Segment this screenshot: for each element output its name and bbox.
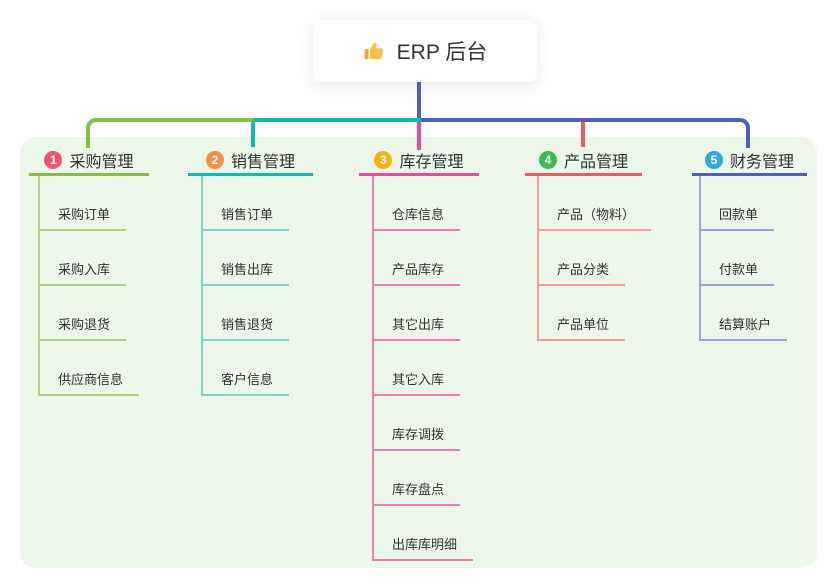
node-purchase-inbound[interactable]: 采购入库 — [38, 261, 127, 286]
node-product-material[interactable]: 产品（物料） — [537, 206, 652, 231]
branch-drop-product — [581, 122, 585, 147]
node-stock-transfer[interactable]: 库存调拨 — [372, 426, 461, 451]
bus-segment-mid — [253, 118, 421, 122]
bus-elbow-right — [421, 118, 750, 148]
branch-number-badge: 1 — [44, 151, 63, 169]
mindmap-panel — [20, 137, 817, 568]
node-settlement-account[interactable]: 结算账户 — [699, 316, 788, 341]
branch-node-inventory-mgmt[interactable]: 3 库存管理 — [359, 147, 479, 176]
root-node-label: ERP 后台 — [396, 41, 488, 64]
branch-node-finance-mgmt[interactable]: 5 财务管理 — [692, 147, 807, 176]
branch-node-sales-mgmt[interactable]: 2 销售管理 — [188, 147, 313, 176]
branch-label: 财务管理 — [729, 154, 794, 171]
node-other-outbound[interactable]: 其它出库 — [372, 316, 461, 341]
branch-drop-sales — [251, 122, 255, 147]
branch-drop-inventory — [417, 122, 421, 150]
bus-elbow-left — [86, 118, 253, 148]
node-product-stock[interactable]: 产品库存 — [372, 261, 461, 286]
node-product-category[interactable]: 产品分类 — [537, 261, 626, 286]
branch-spine — [699, 176, 701, 341]
branch-label: 采购管理 — [69, 154, 134, 171]
node-receipt-order[interactable]: 回款单 — [699, 206, 775, 231]
node-sales-order[interactable]: 销售订单 — [201, 206, 290, 231]
thumbs-up-icon — [364, 42, 383, 59]
branch-spine — [38, 176, 40, 396]
branch-number-badge: 5 — [704, 151, 723, 169]
node-warehouse-info[interactable]: 仓库信息 — [372, 206, 461, 231]
branch-node-product-mgmt[interactable]: 4 产品管理 — [525, 147, 642, 176]
branch-label: 销售管理 — [230, 154, 295, 171]
root-connector-line — [417, 82, 421, 122]
node-purchase-return[interactable]: 采购退货 — [38, 316, 127, 341]
node-sales-return[interactable]: 销售退货 — [201, 316, 290, 341]
branch-spine — [537, 176, 539, 341]
node-supplier-info[interactable]: 供应商信息 — [38, 371, 140, 396]
node-purchase-order[interactable]: 采购订单 — [38, 206, 127, 231]
branch-label: 产品管理 — [563, 154, 628, 171]
branch-number-badge: 2 — [205, 151, 224, 169]
node-sales-outbound[interactable]: 销售出库 — [201, 261, 290, 286]
node-stock-check[interactable]: 库存盘点 — [372, 481, 461, 506]
node-other-inbound[interactable]: 其它入库 — [372, 371, 461, 396]
node-outbound-detail[interactable]: 出库库明细 — [372, 536, 474, 561]
branch-number-badge: 4 — [538, 151, 557, 169]
branch-spine — [201, 176, 203, 396]
branch-node-purchase-mgmt[interactable]: 1 采购管理 — [29, 147, 149, 176]
branch-spine — [372, 176, 374, 561]
branch-number-badge: 3 — [374, 151, 393, 169]
root-node-erp-backend[interactable]: ERP 后台 — [313, 20, 537, 82]
branch-label: 库存管理 — [399, 154, 464, 171]
node-payment-order[interactable]: 付款单 — [699, 261, 775, 286]
node-product-unit[interactable]: 产品单位 — [537, 316, 626, 341]
node-customer-info[interactable]: 客户信息 — [201, 371, 290, 396]
